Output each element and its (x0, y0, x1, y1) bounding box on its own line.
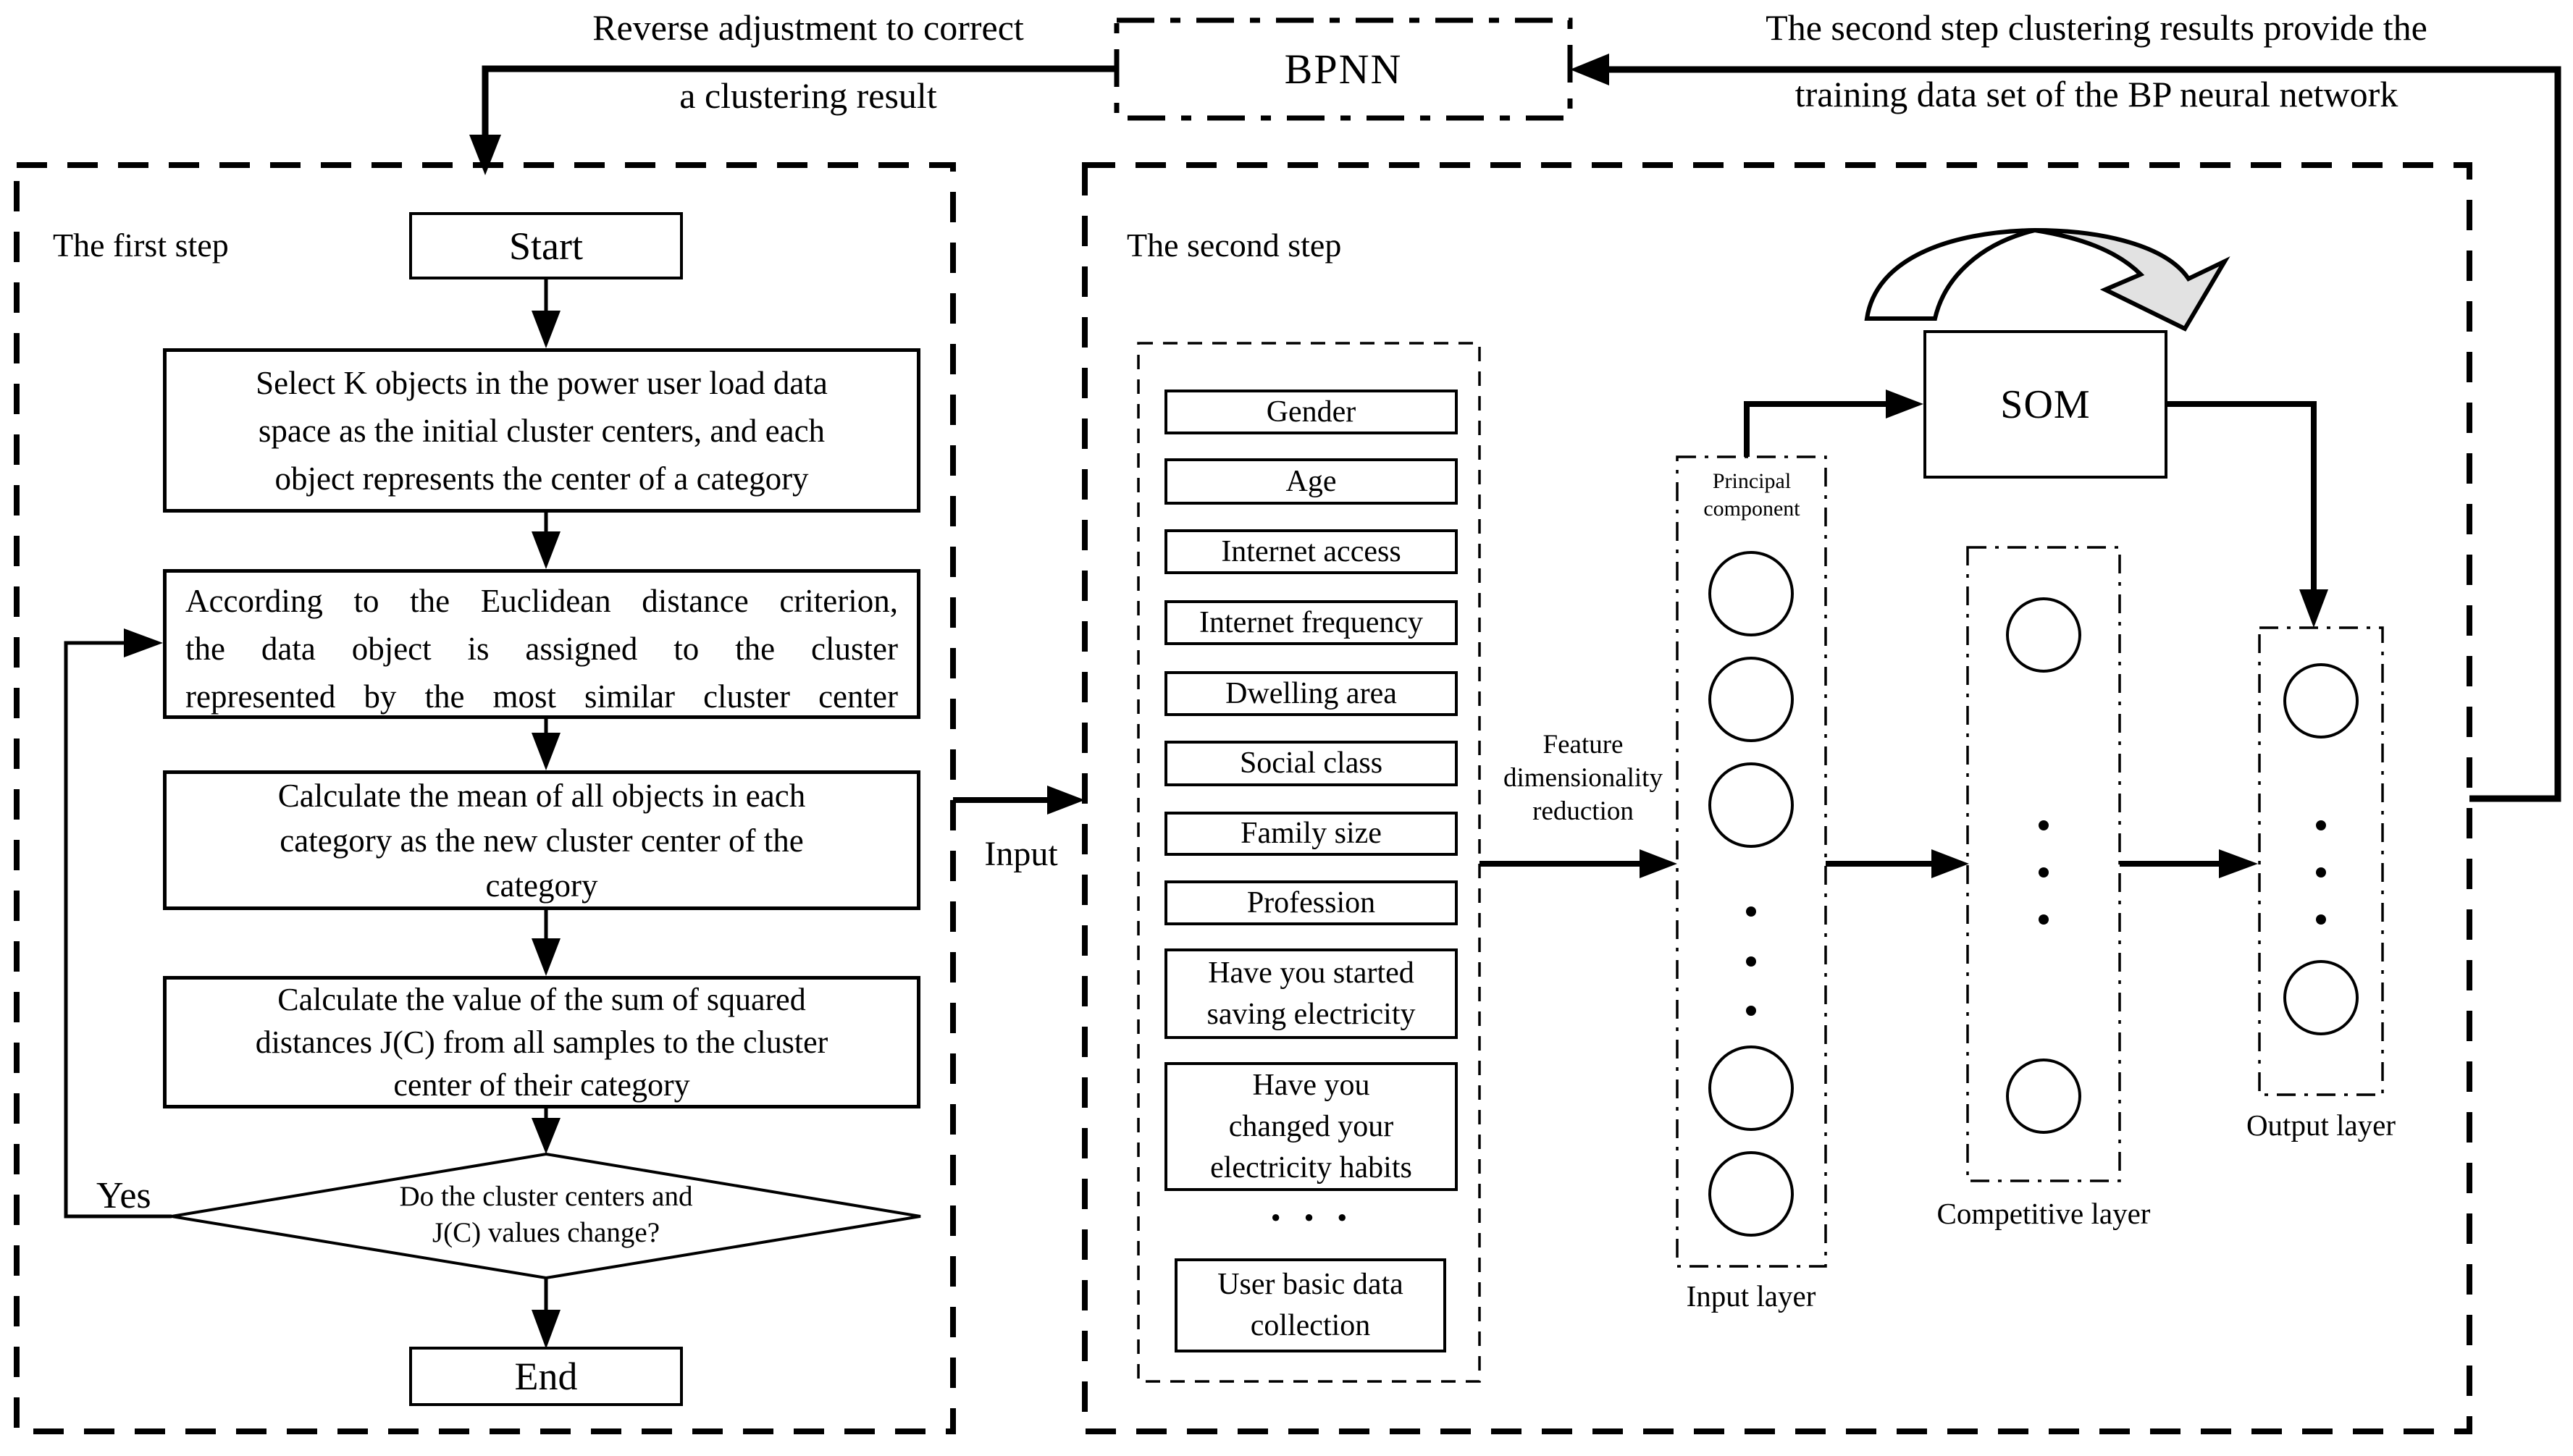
decision-line: J(C) values change? (432, 1217, 660, 1248)
questionnaire-item-label: Internet frequency (1199, 605, 1423, 639)
som-node: SOM (1923, 330, 2167, 479)
principal-component-line: Principal (1712, 469, 1792, 493)
feedback-note-line1: The second step clustering results provi… (1766, 7, 2427, 48)
questionnaire-item-label: Social class (1239, 746, 1383, 780)
questionnaire-item-label: changed your (1228, 1109, 1394, 1143)
process-line: represented by the most similar cluster … (185, 678, 898, 715)
questionnaire-item-changed-habits: Have you changed your electricity habits (1164, 1062, 1458, 1191)
questionnaire-item-label: collection (1250, 1309, 1371, 1342)
arrow-jc-to-decision (532, 1108, 561, 1154)
questionnaire-ellipsis: · · · (1268, 1194, 1354, 1241)
principal-component-line: component (1703, 497, 1800, 521)
output-layer-neurons (2283, 663, 2359, 1035)
bpnn-box-label: BPNN (1284, 46, 1403, 93)
process-line: Calculate the value of the sum of square… (277, 982, 806, 1017)
reverse-note-line1: Reverse adjustment to correct (592, 7, 1024, 48)
competitive-layer-neurons (2006, 597, 2081, 1134)
questionnaire-item-label: Age (1285, 464, 1337, 498)
reverse-adjustment-arrow (469, 65, 1117, 175)
questionnaire-item-social-class: Social class (1164, 741, 1458, 786)
questionnaire-item-age: Age (1164, 458, 1458, 505)
input-layer-to-som-arrow (1744, 390, 1923, 457)
first-step-title: The first step (53, 227, 229, 264)
competitive-layer-ellipsis-dots (2039, 820, 2049, 925)
feature-reduction-line: Feature (1542, 730, 1624, 759)
questionnaire-item-label: Internet access (1221, 534, 1401, 568)
second-step-title: The second step (1127, 227, 1342, 264)
som-iteration-curved-arrow (1864, 228, 2230, 332)
process-line: Select K objects in the power user load … (256, 364, 828, 401)
arrow-mean-to-jc (532, 910, 561, 976)
process-box-calculate-jc: Calculate the value of the sum of square… (163, 976, 920, 1108)
questionnaire-item-gender: Gender (1164, 390, 1458, 434)
questionnaire-item-label: Gender (1266, 395, 1356, 429)
questionnaire-item-label: Family size (1241, 817, 1382, 850)
arrow-select-to-assign (532, 513, 561, 569)
questionnaire-item-profession: Profession (1164, 880, 1458, 925)
output-layer-label: Output layer (2246, 1108, 2396, 1142)
feature-reduction-arrow (1479, 849, 1677, 878)
process-box-calculate-mean: Calculate the mean of all objects in eac… (163, 770, 920, 910)
output-layer-ellipsis-dots (2316, 820, 2326, 925)
input-arrow-label: Input (984, 835, 1058, 873)
questionnaire-item-label: Profession (1246, 885, 1376, 920)
arrow-start-to-select (532, 279, 561, 348)
process-line: object represents the center of a catego… (274, 460, 809, 497)
input-to-competitive-arrow (1826, 849, 1969, 878)
process-line: center of their category (393, 1067, 690, 1103)
questionnaire-item-label: Dwelling area (1225, 676, 1397, 710)
yes-loop-arrow (64, 628, 172, 1219)
reverse-note-line2: a clustering result (679, 75, 937, 116)
questionnaire-item-label: User basic data (1217, 1268, 1403, 1301)
output-layer-dashed-box (2258, 626, 2384, 1096)
som-label: SOM (2000, 382, 2091, 427)
feature-reduction-label: Feature dimensionality reduction (1474, 728, 1692, 828)
questionnaire-item-internet-access: Internet access (1164, 529, 1458, 574)
start-label: Start (509, 224, 583, 268)
arrow-decision-to-end (532, 1278, 561, 1349)
questionnaire-item-label: saving electricity (1206, 997, 1416, 1031)
process-line: According to the Euclidean distance crit… (185, 583, 898, 619)
input-arrow (953, 786, 1085, 815)
som-to-output-layer-arrow (2167, 401, 2328, 628)
questionnaire-item-label: electricity habits (1210, 1150, 1412, 1184)
process-box-select-k-objects: Select K objects in the power user load … (163, 348, 920, 513)
competitive-to-output-arrow (2120, 849, 2258, 878)
process-line: Calculate the mean of all objects in eac… (277, 777, 806, 814)
feature-reduction-line: reduction (1532, 796, 1634, 826)
second-step-dashed-frame (1082, 162, 2472, 1434)
process-line: space as the initial cluster centers, an… (258, 412, 826, 449)
input-layer-ellipsis-dots (1746, 906, 1756, 1016)
process-line: distances J(C) from all samples to the c… (255, 1024, 828, 1060)
process-box-euclidean-assign: According to the Euclidean distance crit… (163, 569, 920, 719)
questionnaire-item-dwelling-area: Dwelling area (1164, 671, 1458, 716)
decision-diamond (171, 1152, 921, 1280)
decision-line: Do the cluster centers and (399, 1181, 693, 1212)
process-line: category (485, 867, 598, 904)
input-layer-neurons (1708, 551, 1794, 1237)
yes-branch-label: Yes (96, 1175, 151, 1216)
feedback-to-bpnn-arrow (1570, 54, 2561, 802)
questionnaire-item-family-size: Family size (1164, 812, 1458, 856)
questionnaire-item-label: Have you (1252, 1068, 1370, 1102)
questionnaire-item-user-basic-data: User basic data collection (1175, 1258, 1446, 1352)
questionnaire-item-saving-electricity: Have you started saving electricity (1164, 948, 1458, 1039)
process-line: category as the new cluster center of th… (280, 822, 804, 859)
principal-component-label: Principal component (1682, 468, 1822, 523)
end-node: End (409, 1347, 683, 1406)
questionnaire-item-internet-frequency: Internet frequency (1164, 600, 1458, 645)
input-layer-label: Input layer (1686, 1279, 1816, 1313)
competitive-layer-label: Competitive layer (1936, 1197, 2151, 1230)
end-label: End (514, 1355, 578, 1398)
feature-reduction-line: dimensionality (1503, 763, 1663, 793)
decision-diamond-text: Do the cluster centers and J(C) values c… (293, 1179, 799, 1251)
start-node: Start (409, 212, 683, 279)
questionnaire-item-label: Have you started (1208, 956, 1414, 990)
arrow-assign-to-mean (532, 719, 561, 770)
feedback-note-line2: training data set of the BP neural netwo… (1795, 74, 2398, 114)
process-line: the data object is assigned to the clust… (185, 631, 898, 667)
